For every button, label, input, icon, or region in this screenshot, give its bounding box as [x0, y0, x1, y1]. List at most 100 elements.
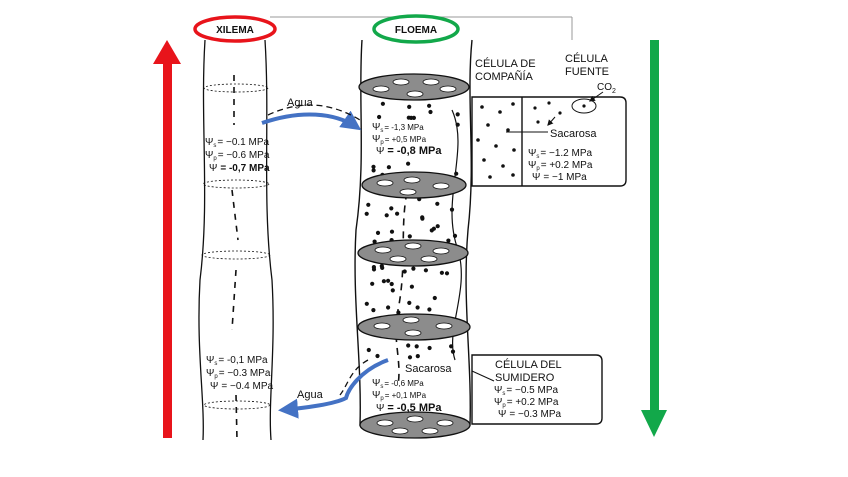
svg-text:Ψs= -0,1 MPa: Ψs= -0,1 MPa [206, 355, 268, 367]
sucrose-dot [402, 269, 407, 274]
sucrose-dot [427, 103, 432, 108]
svg-text:Ψs= −1.2 MPa: Ψs= −1.2 MPa [528, 148, 592, 160]
sucrose-dot [364, 211, 369, 216]
sucrose-dot [407, 355, 413, 360]
sucrose-dot [389, 281, 394, 287]
sucrose-dot [407, 234, 412, 239]
sucrose-dot [449, 207, 455, 212]
sucrose-dot [406, 343, 411, 348]
svg-text:Ψp= −0.6 MPa: Ψp= −0.6 MPa [205, 150, 270, 162]
sucrose-dot [432, 295, 437, 301]
sink-cell-box [471, 354, 603, 425]
svg-text:Ψp= +0,5 MPa: Ψp= +0,5 MPa [372, 134, 427, 146]
sucrose-dot [406, 161, 411, 166]
xylem-top-potentials: Ψs= −0.1 MPa Ψp= −0.6 MPa Ψ= -0,7 MPa [205, 137, 270, 174]
sucrose-dot [372, 239, 377, 244]
sieve-plate-3 [357, 239, 469, 267]
sucrose-dot [386, 305, 391, 310]
sucrose-dot [439, 270, 444, 275]
sucrose-label-top: Sacarosa [550, 128, 597, 140]
phloem-title-text: FLOEMA [395, 25, 437, 36]
sieve-plate-1 [358, 73, 470, 101]
xylem-vessel [198, 39, 274, 441]
chloroplast-icon [571, 98, 597, 114]
sink-cell-label-line1: CÉLULA DEL [495, 358, 562, 371]
sucrose-dot [409, 284, 414, 289]
sucrose-dot [395, 211, 400, 216]
svg-text:Ψp= −0.3 MPa: Ψp= −0.3 MPa [206, 368, 271, 380]
svg-text:Ψs= -1,3 MPa: Ψs= -1,3 MPa [372, 122, 424, 134]
xylem-title-text: XILEMA [216, 25, 254, 36]
source-cell-dots [533, 101, 562, 124]
sink-cell-potentials: Ψs= −0.5 MPa Ψp= +0.2 MPa Ψ= −0.3 MPa [494, 385, 561, 420]
sucrose-dot [375, 230, 381, 235]
sucrose-dot [366, 202, 371, 207]
sucrose-dot [450, 349, 456, 354]
sucrose-dot [415, 354, 420, 359]
sucrose-dot [409, 115, 414, 120]
sucrose-dot [371, 267, 377, 272]
sucrose-dot [452, 233, 458, 238]
source-cell-potentials: Ψs= −1.2 MPa Ψp= +0.2 MPa Ψ= −1 MPa [528, 148, 593, 183]
sieve-plate-5 [359, 411, 471, 439]
svg-text:Ψp= +0.2 MPa: Ψp= +0.2 MPa [494, 397, 559, 409]
phloem-sieve-tube [354, 39, 473, 439]
sucrose-dot [427, 345, 432, 351]
sucrose-dot [435, 224, 440, 229]
sucrose-particles [364, 101, 460, 360]
source-cell-label-line1: CÉLULA [565, 52, 608, 65]
water-path-bottom [339, 359, 369, 396]
water-label-bottom: Agua [297, 389, 324, 401]
svg-text:Ψs= -0,6 MPa: Ψs= -0,6 MPa [372, 378, 424, 390]
sucrose-dot [371, 308, 376, 313]
xylem-title: XILEMA [193, 15, 277, 43]
sucrose-dot [371, 164, 376, 169]
companion-cell-label-line2: COMPAÑÍA [475, 70, 534, 83]
sucrose-dot [366, 347, 371, 353]
svg-text:Ψp= +0,1 MPa: Ψp= +0,1 MPa [372, 390, 427, 402]
sucrose-dot [386, 278, 391, 283]
sucrose-dot [455, 122, 460, 127]
sucrose-dot [364, 301, 369, 306]
phloem-title: FLOEMA [372, 14, 460, 44]
water-arrow-top [261, 110, 362, 131]
companion-cell-label-line1: CÉLULA DE [475, 57, 536, 70]
svg-text:Ψp= +0.2 MPa: Ψp= +0.2 MPa [528, 160, 593, 172]
svg-text:Ψ= −0.3 MPa: Ψ= −0.3 MPa [498, 409, 561, 420]
sucrose-dot [444, 271, 450, 276]
svg-text:Ψ= -0,7 MPa: Ψ= -0,7 MPa [209, 163, 270, 174]
sucrose-dot [423, 268, 428, 273]
source-cell-box [471, 91, 627, 187]
sucrose-dot [455, 112, 460, 117]
xylem-flow-arrow [153, 40, 181, 438]
sucrose-dot [449, 344, 454, 349]
xylem-bottom-potentials: Ψs= -0,1 MPa Ψp= −0.3 MPa Ψ= −0.4 MPa [206, 355, 273, 392]
sucrose-dot [431, 226, 436, 231]
sucrose-dot [384, 213, 389, 218]
sucrose-dot [435, 201, 440, 206]
svg-text:Ψs= −0.1 MPa: Ψs= −0.1 MPa [205, 137, 269, 149]
phloem-top-potentials: Ψs= -1,3 MPa Ψp= +0,5 MPa Ψ= -0,8 MPa [372, 122, 442, 157]
sucrose-dot [427, 307, 432, 312]
sucrose-dot [389, 206, 394, 211]
sucrose-dot [379, 263, 384, 269]
sucrose-dot [414, 344, 419, 349]
sucrose-dot [446, 238, 451, 243]
water-arrow-bottom [278, 358, 389, 419]
sucrose-dot [389, 229, 395, 234]
svg-text:Ψ= −1 MPa: Ψ= −1 MPa [532, 172, 587, 183]
svg-text:Ψ= −0.4 MPa: Ψ= −0.4 MPa [210, 381, 273, 392]
sucrose-dot [370, 281, 375, 286]
water-path-top [267, 104, 361, 121]
sucrose-dot [380, 101, 385, 106]
sucrose-dot [454, 171, 459, 176]
sucrose-pointer-bottom [471, 370, 495, 382]
sucrose-dot [420, 216, 425, 221]
sucrose-dot [371, 168, 376, 173]
sucrose-dot [415, 305, 420, 310]
svg-text:Ψ= -0,8 MPa: Ψ= -0,8 MPa [376, 145, 442, 157]
water-label-top: Agua [287, 97, 314, 109]
sucrose-dot [428, 109, 433, 115]
sucrose-dot [396, 310, 401, 315]
